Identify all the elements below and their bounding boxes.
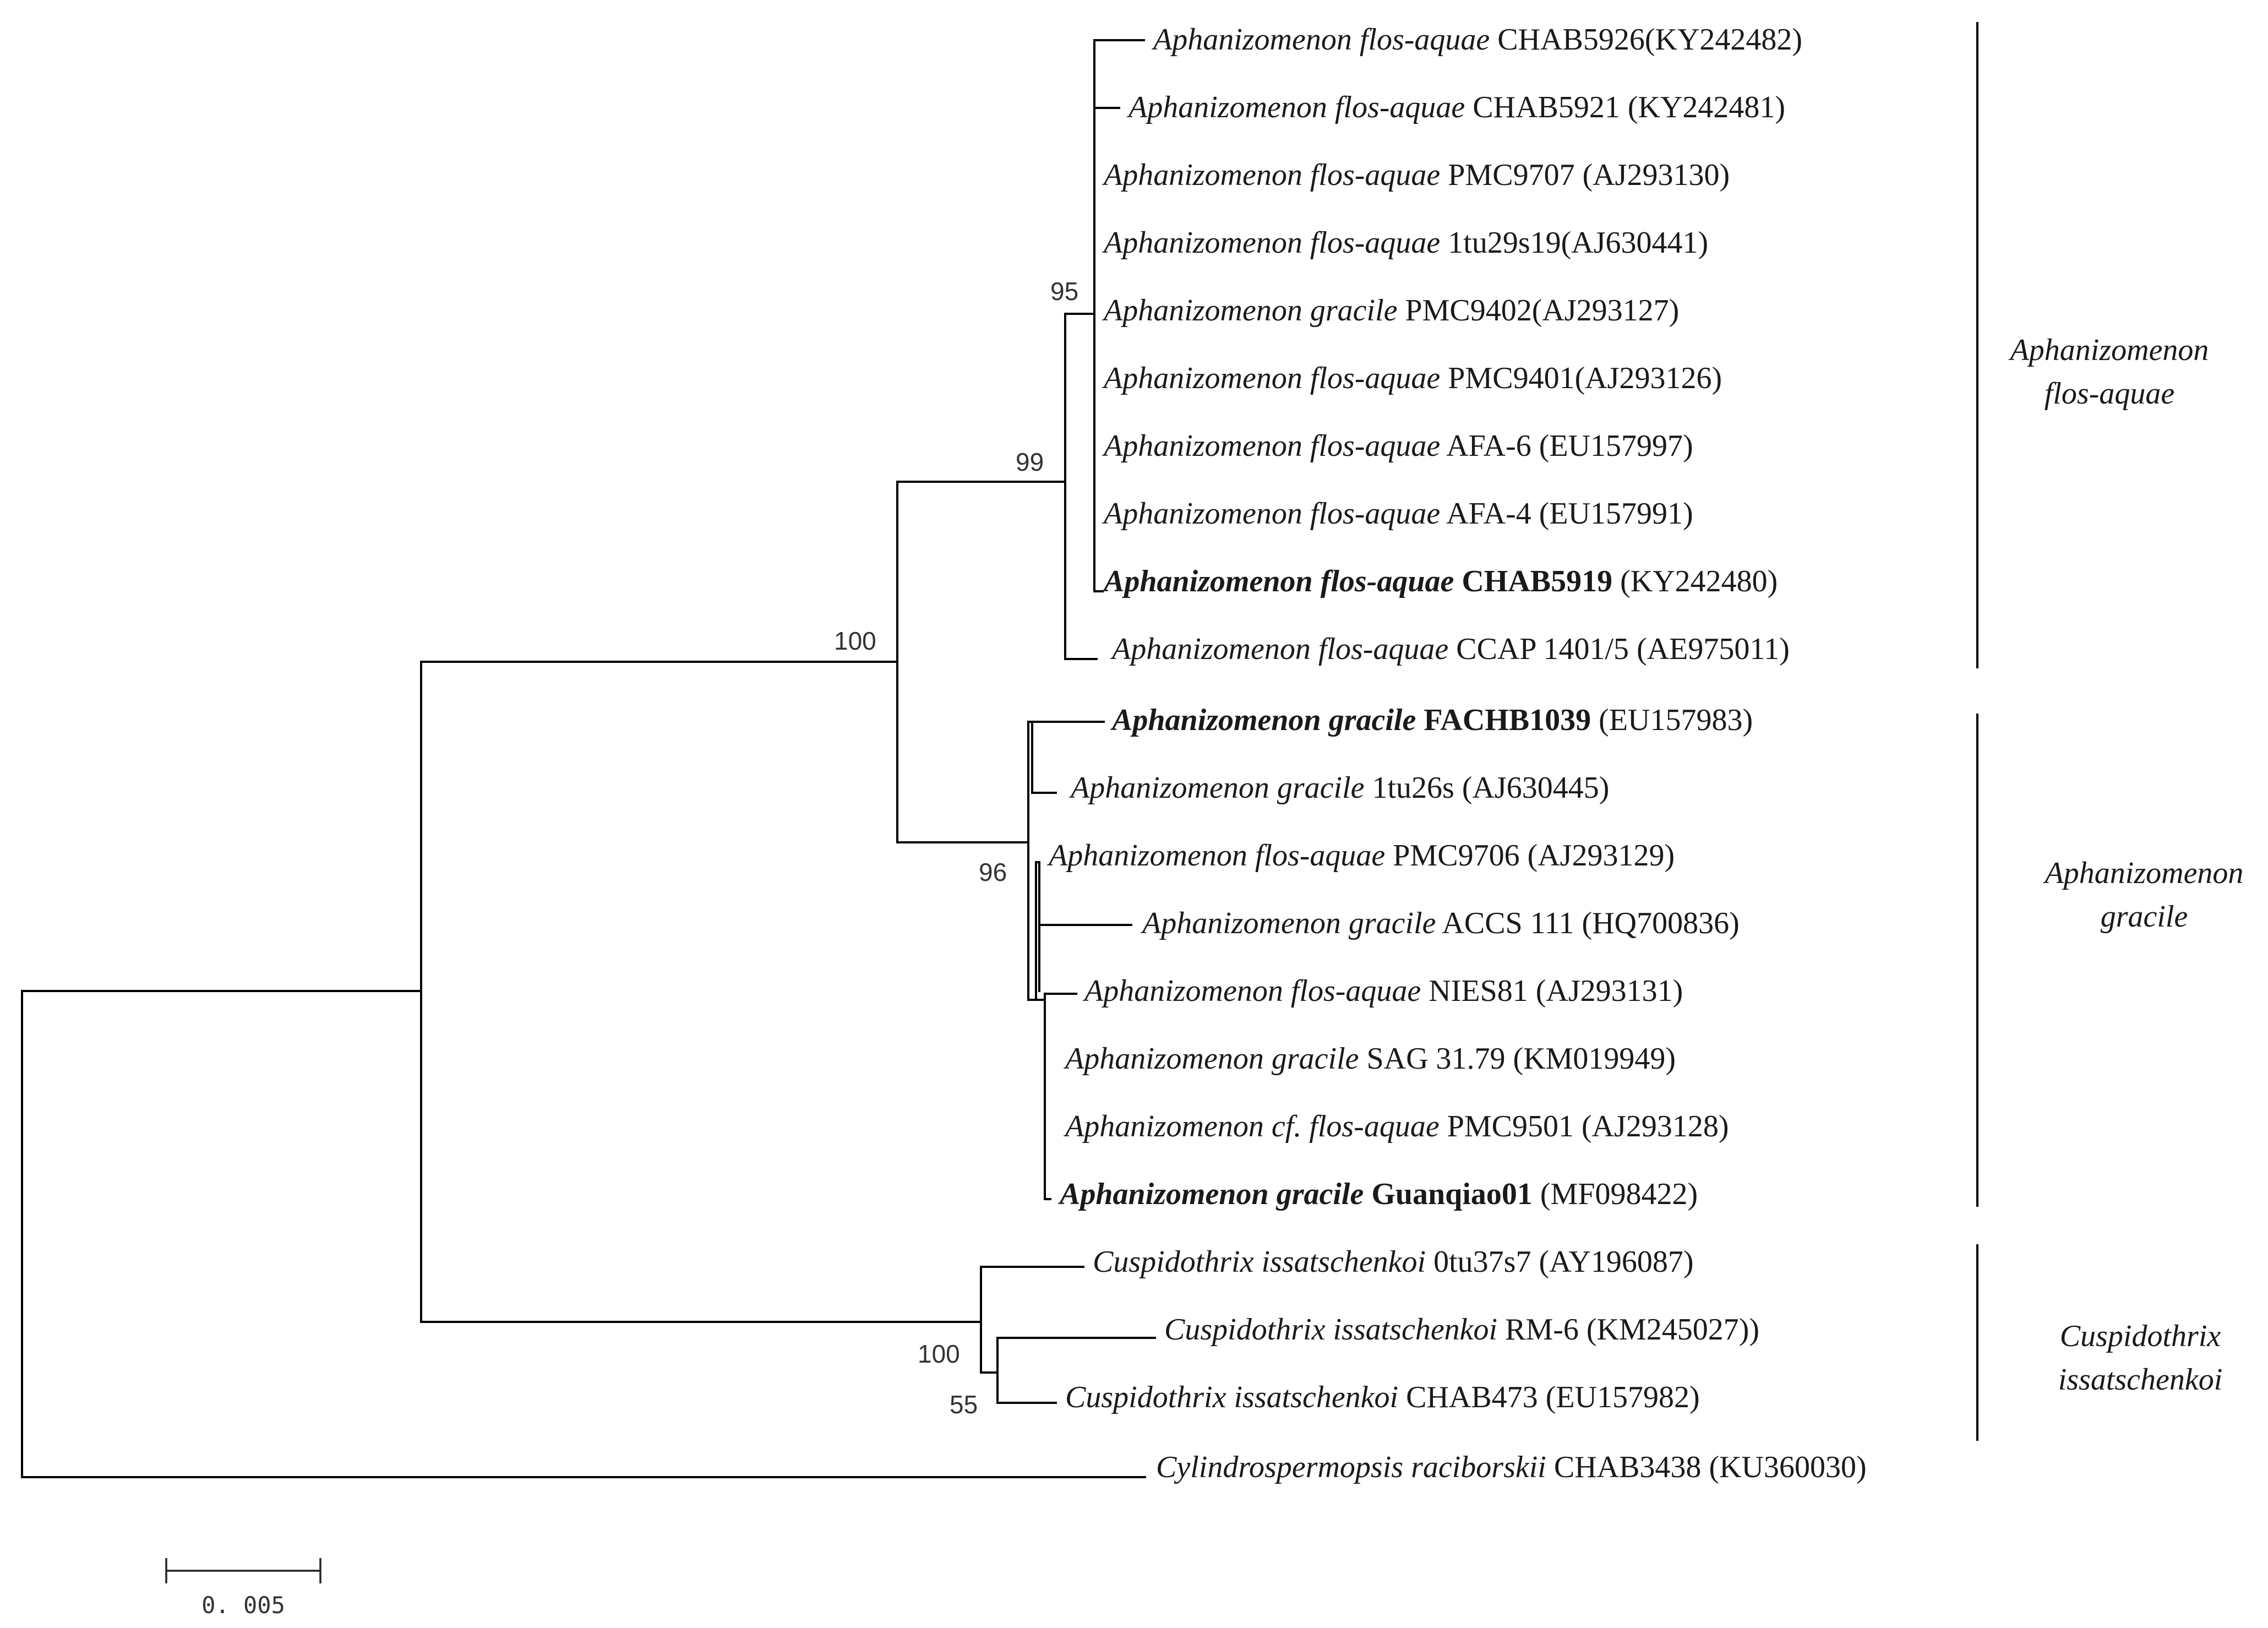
tree-branches [21,39,1156,1478]
leaf-label: Aphanizomenon flos-aquae PMC9401(AJ29312… [1102,361,1722,395]
leaf-label: Aphanizomenon flos-aquae CHAB5921 (KY242… [1126,90,1785,124]
leaf-label: Aphanizomenon gracile PMC9402(AJ293127) [1102,293,1679,328]
leaf-label: Cuspidothrix issatschenkoi CHAB473 (EU15… [1065,1380,1700,1414]
leaf-label: Aphanizomenon gracile Guanqiao01 (MF0984… [1058,1177,1698,1211]
leaf-label: Aphanizomenon flos-aquae AFA-6 (EU157997… [1102,429,1693,463]
clade-label-line: Aphanizomenon [2043,856,2244,890]
leaf-labels: Aphanizomenon flos-aquae CHAB5926(KY2424… [1046,23,1867,1484]
bootstrap-value: 100 [834,627,876,655]
leaf-label: Aphanizomenon gracile SAG 31.79 (KM01994… [1063,1042,1676,1076]
bootstrap-value: 96 [979,858,1007,886]
leaf-label: Aphanizomenon gracile ACCS 111 (HQ700836… [1140,906,1740,940]
scale-bar: 0. 005 [165,1558,321,1619]
bootstrap-values: 95 99 100 96 100 55 [834,277,1078,1419]
leaf-label: Aphanizomenon flos-aquae CHAB5919 (KY242… [1102,564,1778,598]
leaf-label: Aphanizomenon flos-aquae CHAB5926(KY2424… [1151,23,1802,57]
bootstrap-value: 55 [950,1390,978,1419]
clade-label-line: gracile [2101,900,2188,934]
leaf-label: Aphanizomenon flos-aquae 1tu29s19(AJ6304… [1102,226,1708,260]
clade-label-line: flos-aquae [2045,377,2174,411]
leaf-label: Aphanizomenon flos-aquae PMC9707 (AJ2931… [1102,158,1730,192]
scale-bar-label: 0. 005 [201,1592,285,1619]
clade-label-line: issatschenkoi [2058,1363,2223,1397]
clade-label-line: Cuspidothrix [2060,1319,2221,1353]
leaf-label: Aphanizomenon cf. flos-aquae PMC9501 (AJ… [1063,1109,1729,1144]
clade-labels: Aphanizomenon flos-aquae Aphanizomenon g… [2008,333,2244,1397]
branch-lines [21,39,1156,1478]
leaf-label: Cuspidothrix issatschenkoi RM-6 (KM24502… [1164,1313,1759,1347]
clade-label-line: Aphanizomenon [2008,333,2209,367]
bootstrap-value: 100 [918,1340,960,1368]
leaf-label: Aphanizomenon flos-aquae NIES81 (AJ29313… [1082,974,1683,1008]
leaf-label: Aphanizomenon gracile FACHB1039 (EU15798… [1110,703,1753,737]
leaf-label: Aphanizomenon gracile 1tu26s (AJ630445) [1068,771,1609,805]
leaf-label: Cylindrospermopsis raciborskii CHAB3438 … [1156,1450,1867,1484]
bootstrap-value: 99 [1016,448,1044,476]
leaf-label: Aphanizomenon flos-aquae CCAP 1401/5 (AE… [1110,632,1790,666]
bootstrap-value: 95 [1050,277,1078,306]
leaf-label: Aphanizomenon flos-aquae PMC9706 (AJ2931… [1046,838,1675,873]
leaf-label: Aphanizomenon flos-aquae AFA-4 (EU157991… [1102,497,1693,531]
leaf-label: Cuspidothrix issatschenkoi 0tu37s7 (AY19… [1093,1245,1694,1279]
